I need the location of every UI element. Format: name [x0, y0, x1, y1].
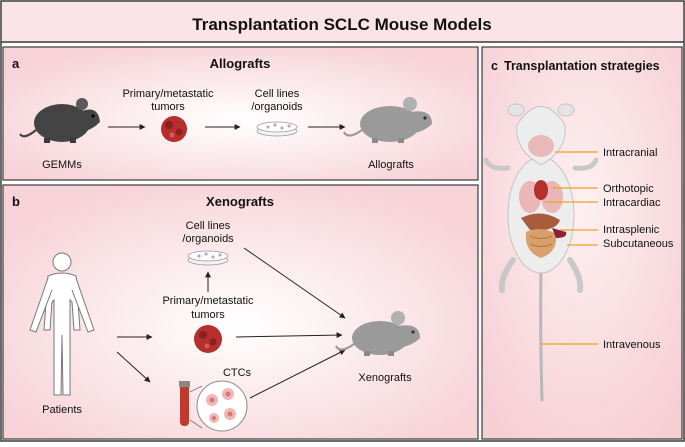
arrow-cells-to-xenograft [243, 247, 346, 319]
arrow-ctc-to-xenograft [249, 349, 346, 399]
arrow-patient-to-ctc [116, 351, 151, 383]
xenograft-mouse-icon [335, 311, 420, 356]
site-intravenous: Intravenous [603, 339, 661, 351]
tumor-label-a-1: Primary/metastatic [122, 88, 214, 100]
panel-b-title: Xenografts [206, 194, 274, 209]
patients-label: Patients [42, 404, 82, 416]
patient-figure-icon [29, 252, 95, 396]
panel-b-letter: b [12, 194, 20, 209]
title-band [2, 2, 683, 42]
site-intrasplenic: Intrasplenic [603, 224, 660, 236]
gemm-mouse-icon [19, 98, 100, 143]
site-intracranial: Intracranial [603, 147, 657, 159]
panel-a-letter: a [12, 56, 20, 71]
cells-label-a-1: Cell lines [255, 88, 300, 100]
ctc-label: CTCs [223, 367, 252, 379]
tumor-label-a-2: tumors [151, 101, 185, 113]
panel-c-letter: c [491, 59, 498, 73]
site-intracardiac: Intracardiac [603, 197, 661, 209]
tumor-label-b-1: Primary/metastatic [162, 295, 254, 307]
arrow-tumor-to-xenograft [235, 332, 343, 339]
allograft-mouse-icon [343, 97, 432, 143]
petri-dish-icon-a [256, 121, 298, 137]
panel-c-title: Transplantation strategies [504, 59, 660, 73]
cells-label-a-2: /organoids [251, 101, 303, 113]
ctc-cells-icon [189, 380, 248, 432]
tumor-icon-a [161, 116, 187, 142]
panel-a-title: Allografts [210, 56, 271, 71]
petri-dish-icon-b [187, 250, 229, 266]
figure-title: Transplantation SCLC Mouse Models [192, 15, 491, 34]
tumor-label-b-2: tumors [191, 309, 225, 321]
tumor-icon-b [194, 325, 222, 353]
allograft-label: Allografts [368, 159, 414, 171]
site-orthotopic: Orthotopic [603, 183, 654, 195]
site-subcutaneous: Subcutaneous [603, 238, 674, 250]
xenograft-label: Xenografts [358, 372, 412, 384]
cells-label-b-1: Cell lines [186, 220, 231, 232]
blood-tube-icon [179, 381, 190, 426]
cells-label-b-2: /organoids [182, 233, 234, 245]
gemm-label: GEMMs [42, 159, 82, 171]
supine-mouse-icon [483, 103, 599, 402]
